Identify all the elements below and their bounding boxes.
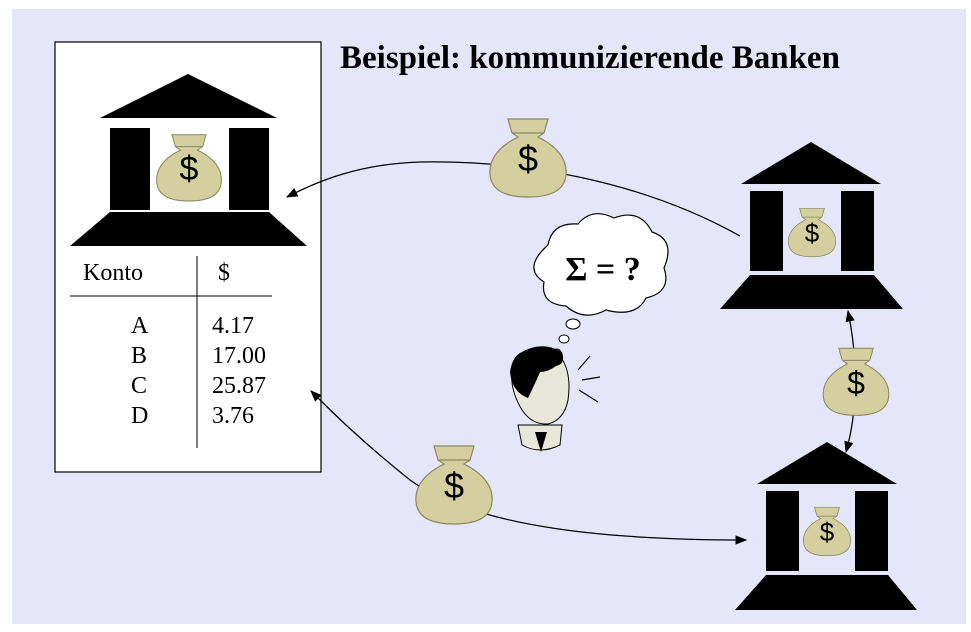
table-header-konto: Konto	[83, 260, 143, 286]
bank-icon	[720, 142, 903, 309]
person-icon	[510, 346, 601, 452]
bag-dollar-label: $	[820, 517, 835, 547]
table-cell-konto: A	[131, 313, 149, 339]
bag-dollar-label: $	[518, 138, 538, 179]
bag-dollar-label: $	[805, 218, 820, 248]
table-cell-konto: C	[131, 373, 148, 399]
bank-icon	[735, 442, 917, 610]
bank-icon	[70, 74, 307, 246]
table-cell-konto: B	[131, 343, 148, 369]
table-header-dollar: $	[218, 260, 230, 286]
bag-dollar-label: $	[180, 150, 199, 188]
bag-dollar-label: $	[444, 465, 464, 506]
table-cell-betrag: 3.76	[212, 403, 254, 429]
thought-text: Σ = ?	[565, 251, 641, 288]
slide-title: Beispiel: kommunizierende Banken	[340, 40, 840, 76]
table-cell-konto: D	[131, 403, 149, 429]
bag-dollar-label: $	[847, 365, 865, 401]
table-cell-betrag: 4.17	[212, 313, 254, 339]
table-cell-betrag: 17.00	[212, 343, 266, 369]
transfer-arrow-top	[285, 161, 741, 237]
table-cell-betrag: 25.87	[212, 373, 266, 399]
